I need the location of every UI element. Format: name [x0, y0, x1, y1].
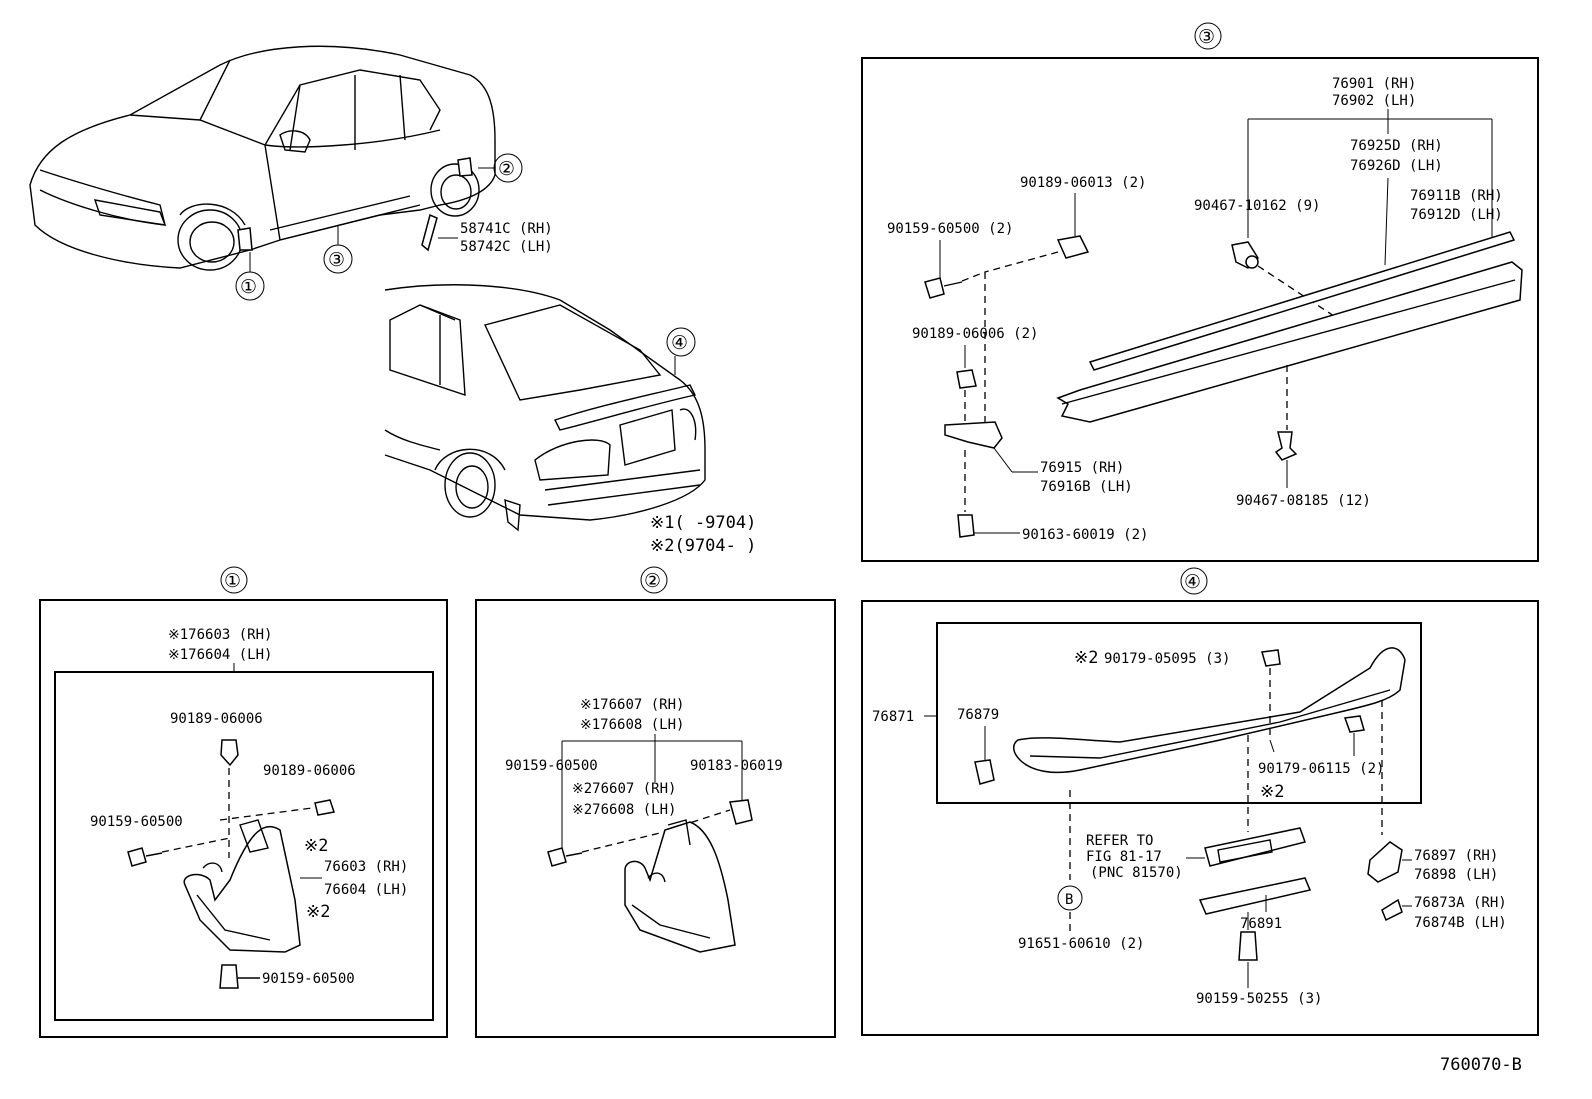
figure-id: 760070-B [1440, 1055, 1522, 1075]
p4-pad-lh: 76874B (LH) [1414, 915, 1507, 931]
p4-refer-2: FIG 81-17 [1086, 849, 1162, 865]
p4-screw: 90159-50255 (3) [1196, 991, 1322, 1007]
p4-cap: 76879 [957, 707, 999, 723]
p1-mud-lh: 76604 (LH) [324, 882, 408, 898]
p1-mark-b: ※2 [306, 902, 330, 922]
p3-screw: 90159-60500 (2) [887, 221, 1013, 237]
callout-4: ④ [671, 332, 688, 354]
p4-refer-1: REFER TO [1086, 833, 1153, 849]
panel-3: ③ 76901 (RH) 76902 (LH) 76925D (RH) 7692… [861, 22, 1539, 562]
p3-strip-lh: 76926D (LH) [1350, 158, 1443, 174]
p3-clip-mid: 90189-06006 (2) [912, 326, 1038, 342]
p1-set-rh: ※176603 (RH) [168, 627, 272, 643]
p3-bracket-lh: 76916B (LH) [1040, 479, 1133, 495]
p3-clip-top: 90189-06013 (2) [1020, 175, 1146, 191]
panel-2: ② ※176607 (RH) ※176608 (LH) 90159-60500 … [475, 566, 836, 1038]
p1-screw-a: 90159-60500 [90, 814, 183, 830]
p3-clip-12: 90467-08185 (12) [1236, 493, 1371, 509]
rear-car-illustration [384, 284, 706, 532]
p2-set-lh: ※176608 (LH) [580, 717, 684, 733]
p3-rocker-rh: 76911B (RH) [1410, 188, 1503, 204]
p3-strip-rh: 76925D (RH) [1350, 138, 1443, 154]
p1-clip-a: 90189-06006 [170, 711, 263, 727]
p2-set-rh: ※176607 (RH) [580, 697, 684, 713]
p3-bolt: 90163-60019 (2) [1022, 527, 1148, 543]
p3-rocker-lh: 76912D (LH) [1410, 207, 1503, 223]
rear-callout: ④ [666, 327, 696, 375]
p1-clip-b: 90189-06006 [263, 763, 356, 779]
p3-clip-9: 90467-10162 (9) [1194, 198, 1320, 214]
p4-brk-lh: 76898 (LH) [1414, 867, 1498, 883]
panel-2-title: ② [644, 570, 661, 592]
p2-mud-rh: ※276607 (RH) [572, 781, 676, 797]
front-car-illustration [29, 45, 496, 271]
p4-refer-3: (PNC 81570) [1090, 865, 1183, 881]
p4-clip-top: 90179-05095 (3) [1104, 651, 1230, 667]
mudflap-lh-label: 58742C (LH) [460, 239, 553, 255]
note-1: ※1( -9704) [650, 513, 756, 533]
p4-lamp: 76891 [1240, 916, 1282, 932]
panel-1-title: ① [224, 570, 241, 592]
p4-pad-rh: 76873A (RH) [1414, 895, 1507, 911]
overview-callouts: ① ② ③ 58741C (RH) 58742C (LH) [235, 153, 553, 301]
panel-3-title: ③ [1198, 26, 1215, 48]
panel-4-title: ④ [1184, 571, 1201, 593]
p1-set-lh: ※176604 (LH) [168, 647, 272, 663]
p2-screw: 90159-60500 [505, 758, 598, 774]
p1-screw-b: 90159-60500 [262, 971, 355, 987]
callout-3: ③ [328, 249, 345, 271]
p4-mark-mid: ※2 [1260, 782, 1284, 802]
callout-1: ① [240, 276, 257, 298]
p4-clip-mid: 90179-06115 (2) [1258, 761, 1384, 777]
p2-mud-lh: ※276608 (LH) [572, 802, 676, 818]
p1-mud-rh: 76603 (RH) [324, 859, 408, 875]
mudflap-rh-label: 58741C (RH) [460, 221, 553, 237]
panel-1: ① ※176603 (RH) ※176604 (LH) 90189-06006 … [39, 566, 448, 1038]
p4-mark-top: ※2 [1074, 648, 1098, 668]
p4-bolt-b: B [1065, 892, 1073, 908]
p3-mold-lh: 76902 (LH) [1332, 93, 1416, 109]
callout-2: ② [498, 158, 515, 180]
note-2: ※2(9704- ) [650, 536, 756, 556]
p1-mark-a: ※2 [304, 836, 328, 856]
p4-nut: 91651-60610 (2) [1018, 936, 1144, 952]
p4-spoiler: 76871 [872, 709, 914, 725]
panel-4: ④ 76871 76879 ※2 90179-05095 (3) 90179-0… [861, 567, 1539, 1036]
p3-mold-rh: 76901 (RH) [1332, 76, 1416, 92]
p4-brk-rh: 76897 (RH) [1414, 848, 1498, 864]
p3-bracket-rh: 76915 (RH) [1040, 460, 1124, 476]
p2-nut: 90183-06019 [690, 758, 783, 774]
